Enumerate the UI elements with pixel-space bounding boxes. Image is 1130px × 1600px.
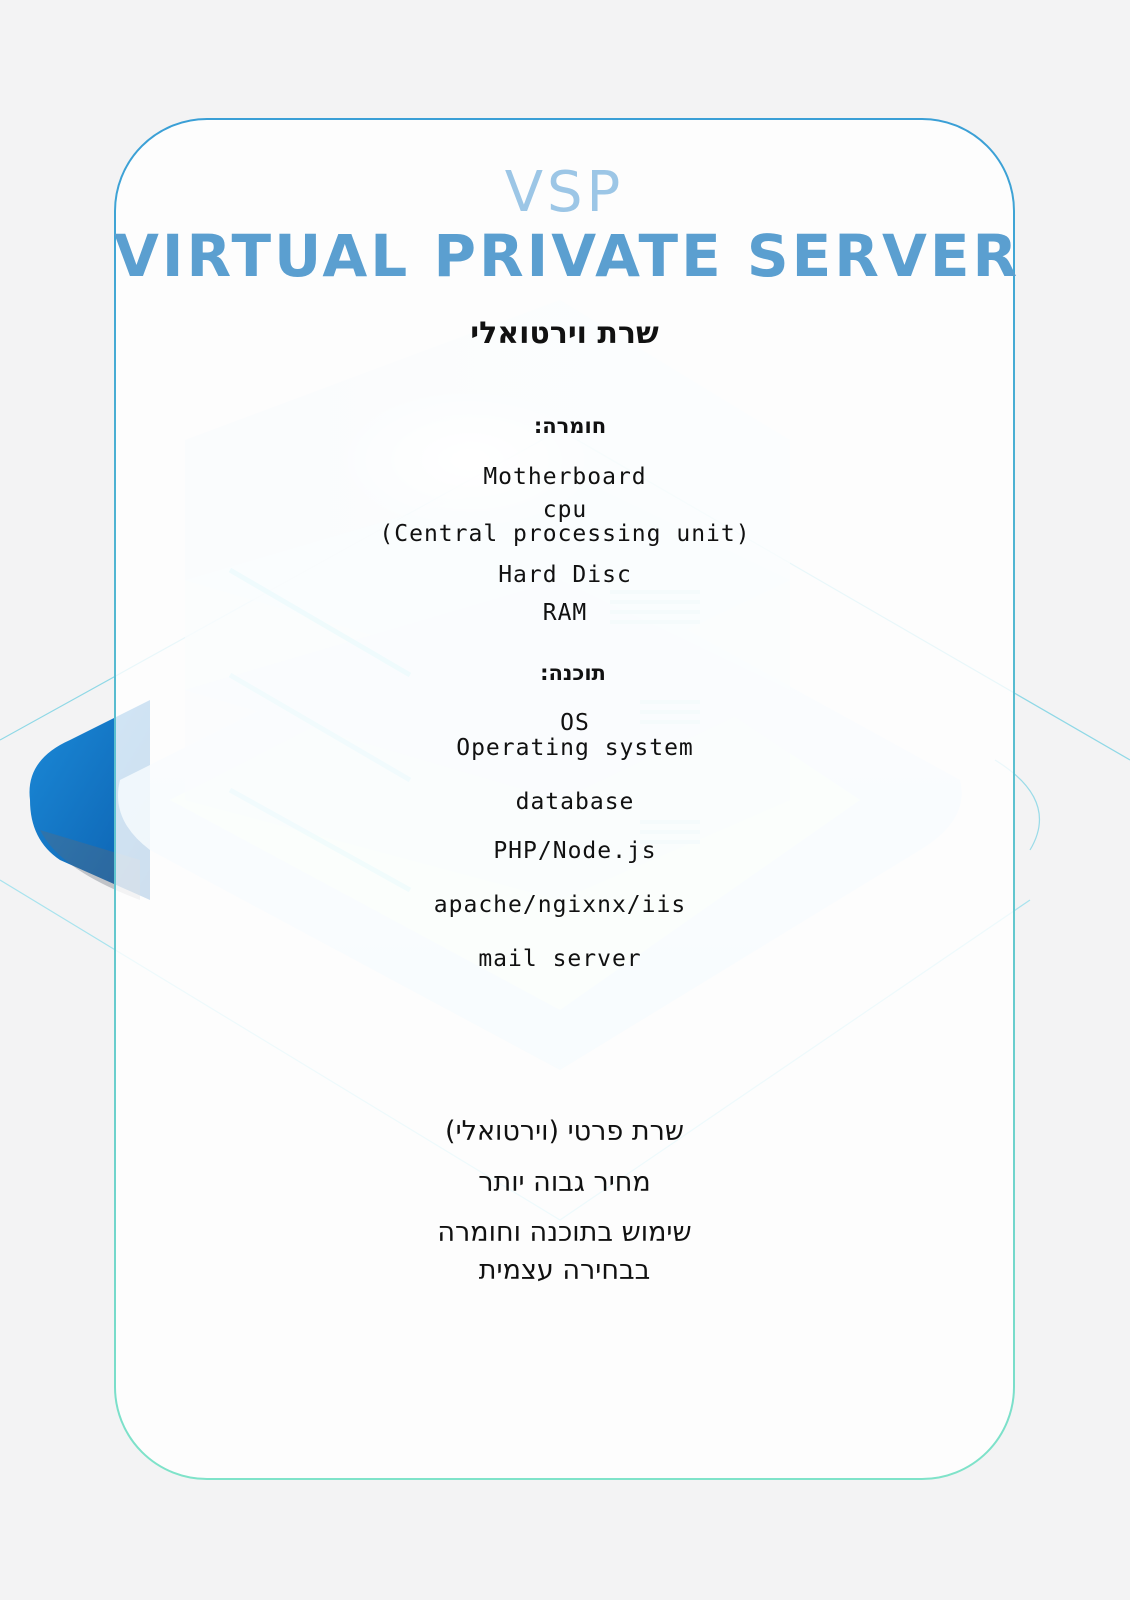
feature-software-hardware: שימוש בתוכנה וחומרה — [437, 1217, 692, 1248]
title-abbreviation: VSP — [504, 160, 625, 225]
hardware-item-cpu-full: (Central processing unit) — [379, 521, 751, 547]
software-heading: תוכנה: — [540, 661, 606, 685]
hardware-item-cpu: cpu — [542, 497, 588, 523]
feature-higher-price: מחיר גבוה יותר — [478, 1167, 651, 1198]
feature-own-choice: בבחירה עצמית — [478, 1255, 651, 1286]
hardware-item-hard-disc: Hard Disc — [498, 562, 632, 588]
software-item-mail-server: mail server — [478, 946, 642, 972]
software-item-web-servers: apache/ngixnx/iis — [433, 892, 687, 918]
feature-private-server: שרת פרטי (וירטואלי) — [445, 1116, 684, 1147]
software-item-php-node: PHP/Node.js — [493, 838, 657, 864]
hardware-heading: חומרה: — [533, 414, 607, 438]
software-item-os-full: Operating system — [456, 735, 694, 761]
hardware-item-ram: RAM — [542, 600, 588, 626]
software-item-database: database — [515, 789, 635, 815]
software-item-os: OS — [560, 710, 590, 736]
title-full: VIRTUAL PRIVATE SERVER — [114, 222, 1021, 290]
hardware-item-motherboard: Motherboard — [483, 464, 647, 490]
subtitle: שרת וירטואלי — [470, 316, 659, 351]
